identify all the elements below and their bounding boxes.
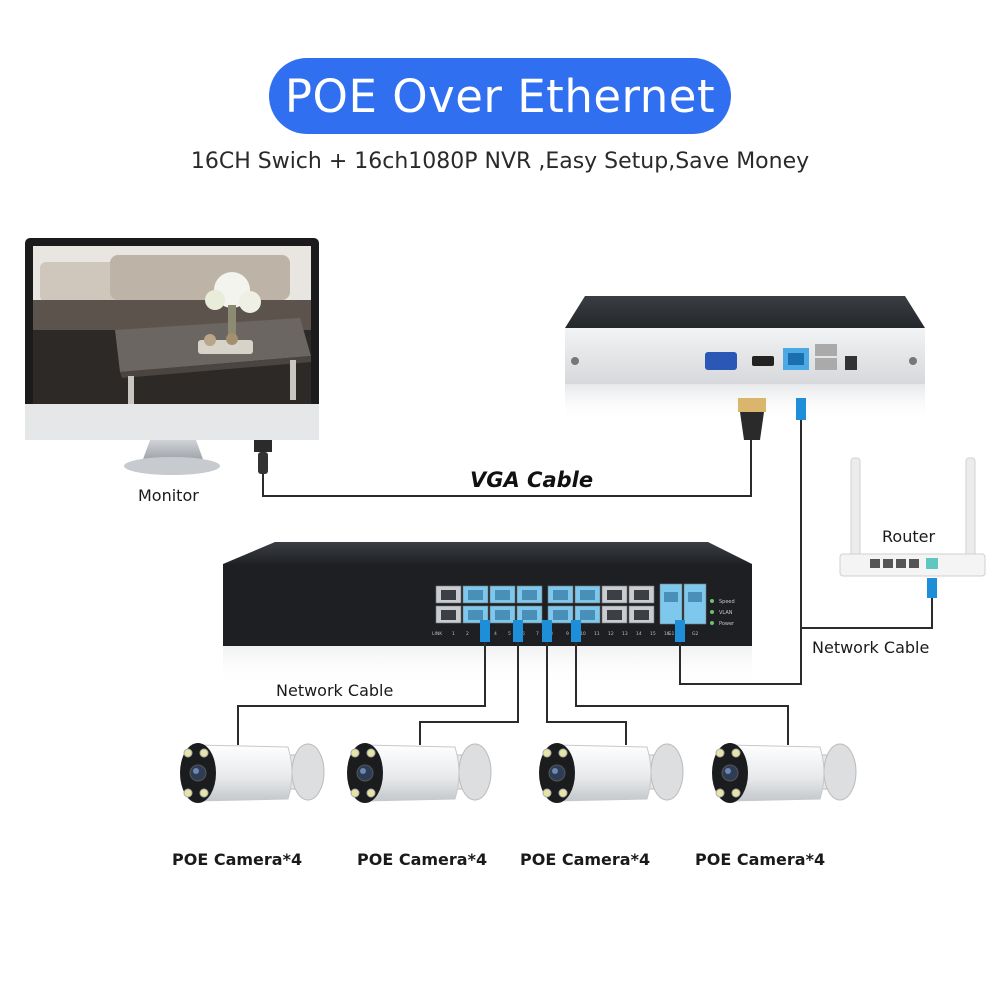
indicator-speed: Speed (719, 599, 735, 605)
switch-port-grid (435, 583, 707, 625)
switch-port-label: 11 (594, 631, 600, 637)
switch-top (223, 542, 752, 564)
nvr-vga-port (705, 352, 737, 370)
camera-cable-1 (237, 640, 486, 745)
monitor-screen-scene (33, 246, 311, 404)
camera-ir-led (199, 788, 209, 798)
monitor (25, 238, 319, 475)
nvr-hdmi-port (752, 356, 774, 366)
camera-body (554, 744, 652, 802)
switch-uplink-port (683, 583, 707, 625)
indicator-vlan: VLAN (719, 610, 733, 616)
camera-label-3: POE Camera*4 (520, 850, 651, 869)
nvr (565, 296, 925, 440)
camera-ir-led (731, 788, 741, 798)
switch-port-label: 7 (536, 631, 539, 637)
switch-port-label: G2 (692, 631, 698, 637)
switch-port-label: 6 (522, 631, 525, 637)
camera-ir-led (715, 788, 725, 798)
switch-port-labels: LINK12345678910111213141516G1G2 (432, 631, 698, 637)
camera-ir-led (366, 788, 376, 798)
camera-ir-led (350, 748, 360, 758)
poe-camera-2 (347, 743, 492, 803)
switch-port-label: 16 (664, 631, 670, 637)
switch-port-label: 2 (466, 631, 469, 637)
camera-ir-led (731, 748, 741, 758)
switch-port-label: LINK (432, 631, 443, 637)
switch-port-label: 5 (508, 631, 511, 637)
switch-port-label: 12 (608, 631, 614, 637)
switch-port-label: 4 (494, 631, 497, 637)
cables (237, 420, 933, 745)
router-antenna-right (965, 457, 976, 559)
camera-cable-2 (419, 640, 519, 745)
nvr-network-cable (679, 420, 802, 685)
camera-body (727, 744, 825, 802)
switch-port-label: 9 (566, 631, 569, 637)
monitor-stand (142, 440, 204, 462)
switch-uplink-port (659, 583, 683, 625)
camera-ir-led (350, 788, 360, 798)
camera-cable-4 (575, 640, 789, 745)
camera-body (362, 744, 460, 802)
switch-port-label: 1 (452, 631, 455, 637)
vga-cable (262, 440, 752, 497)
camera-ir-led (199, 748, 209, 758)
nvr-back-panel (565, 328, 925, 384)
indicator-power: Power (719, 621, 735, 627)
page-subtitle: 16CH Swich + 16ch1080P NVR ,Easy Setup,S… (190, 149, 810, 174)
page-title: POE Over Ethernet (284, 69, 716, 123)
monitor-chin (25, 404, 319, 440)
switch-indicators: Speed VLAN Power (710, 599, 735, 627)
camera-ir-led (558, 748, 568, 758)
camera-ir-led (715, 748, 725, 758)
camera-label-2: POE Camera*4 (357, 850, 488, 869)
nvr-power-port (845, 356, 857, 370)
nvr-vga-plug (738, 398, 766, 412)
camera-ir-led (366, 748, 376, 758)
camera-ir-led (183, 788, 193, 798)
nvr-lan-plug (796, 398, 806, 420)
camera-label-1: POE Camera*4 (172, 850, 303, 869)
router-network-cable (801, 598, 933, 629)
camera-ir-led (183, 748, 193, 758)
monitor-label: Monitor (138, 486, 199, 505)
network-cable-label-left: Network Cable (276, 681, 394, 700)
nvr-usb-port (815, 344, 837, 356)
monitor-base (124, 457, 220, 475)
camera-body (195, 744, 293, 802)
camera-label-4: POE Camera*4 (695, 850, 826, 869)
poe-camera-4 (712, 743, 857, 803)
router-antenna-left (850, 457, 861, 559)
poe-switch: LINK12345678910111213141516G1G2 Speed VL… (223, 542, 752, 686)
poe-camera-3 (539, 743, 684, 803)
nvr-top (565, 296, 925, 328)
poe-camera-1 (180, 743, 325, 803)
switch-port-label: 15 (650, 631, 656, 637)
switch-port-label: G1 (668, 631, 674, 637)
switch-port-label: 13 (622, 631, 628, 637)
vga-cable-label: VGA Cable (470, 468, 594, 492)
camera-cable-3 (546, 640, 627, 745)
switch-port-label: 10 (580, 631, 586, 637)
router (839, 457, 986, 598)
network-cable-label-right: Network Cable (812, 638, 930, 657)
router-lan-plug (927, 578, 937, 598)
camera-group (180, 743, 857, 803)
monitor-vga-plug (254, 440, 272, 452)
switch-plugs (480, 620, 685, 642)
switch-port-label: 14 (636, 631, 642, 637)
camera-ir-led (542, 748, 552, 758)
title-pill: POE Over Ethernet (269, 58, 731, 134)
camera-ir-led (558, 788, 568, 798)
router-label: Router (882, 527, 936, 546)
camera-ir-led (542, 788, 552, 798)
